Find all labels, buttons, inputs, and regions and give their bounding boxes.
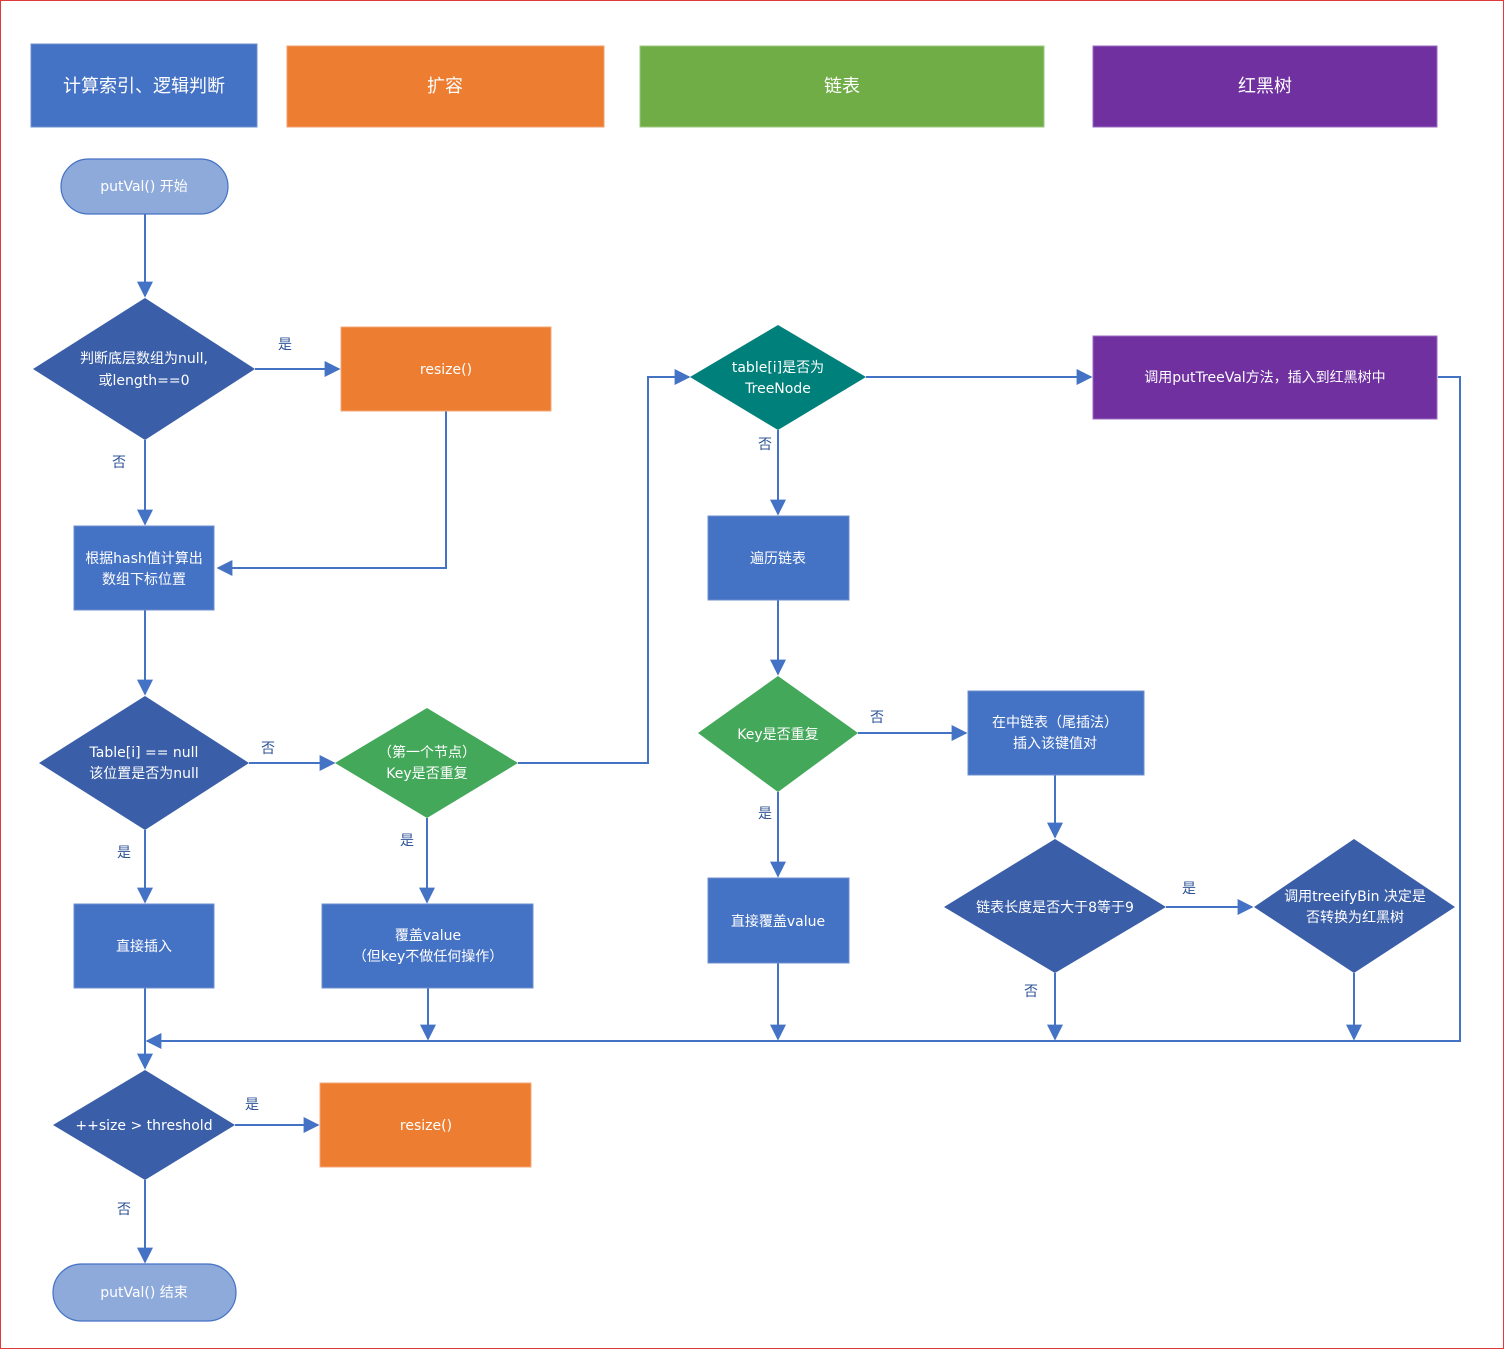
label-yes-keydup: 是 xyxy=(758,806,772,822)
resize-label-2: resize() xyxy=(400,1118,452,1134)
table-null-line2: 该位置是否为null xyxy=(89,766,199,782)
treenode-line2: TreeNode xyxy=(744,381,811,397)
label-no-sizecheck: 否 xyxy=(117,1202,131,1218)
put-tree-val-box xyxy=(1092,335,1438,420)
legend-green-box xyxy=(639,45,1045,128)
label-no-listlen: 否 xyxy=(1024,984,1038,1000)
table-null-line1: Table[i] == null xyxy=(89,745,199,761)
put-tree-val-label: 调用putTreeVal方法，插入到红黑树中 xyxy=(1144,370,1385,386)
legend-blue-box xyxy=(30,43,258,128)
label-yes-listlen: 是 xyxy=(1182,881,1196,897)
label-yes-check: 是 xyxy=(278,337,292,353)
key-dup-diamond xyxy=(698,676,858,792)
label-no-tablenull: 否 xyxy=(261,741,275,757)
calc-index-box xyxy=(73,525,215,611)
calc-index-line2: 数组下标位置 xyxy=(102,572,186,588)
calc-index-line1: 根据hash值计算出 xyxy=(85,551,203,567)
start-label: putVal() 开始 xyxy=(100,179,188,195)
list-length-diamond xyxy=(944,839,1166,973)
check-empty-line1: 判断底层数组为null, xyxy=(80,351,208,367)
size-check-label: ++size > threshold xyxy=(75,1118,212,1134)
first-key-line1: （第一个节点） xyxy=(378,744,476,761)
start-terminal xyxy=(60,158,229,215)
legend: 计算索引、逻辑判断 扩容 链表 红黑树 xyxy=(30,43,1438,128)
direct-insert-box xyxy=(73,903,215,989)
treenode-diamond xyxy=(690,325,866,430)
connectors xyxy=(137,214,1461,1264)
label-no-check: 否 xyxy=(112,455,126,471)
check-empty-diamond xyxy=(33,298,255,440)
treeify-line1: 调用treeifyBin 决定是 xyxy=(1284,889,1426,905)
direct-overwrite-box xyxy=(707,877,850,964)
resize-box-1 xyxy=(340,326,552,412)
overwrite-line2: （但key不做任何操作） xyxy=(353,949,504,965)
table-null-diamond xyxy=(39,696,249,830)
resize-box-2 xyxy=(319,1082,532,1168)
tail-insert-line2: 插入该键值对 xyxy=(1013,736,1097,752)
treenode-line1: table[i]是否为 xyxy=(732,360,824,376)
label-no-treenode: 否 xyxy=(758,437,772,453)
label-yes-sizecheck: 是 xyxy=(245,1097,259,1113)
treeify-line2: 否转换为红黑树 xyxy=(1306,909,1404,926)
first-key-line2: Key是否重复 xyxy=(386,765,467,782)
tail-insert-box xyxy=(967,690,1145,776)
label-yes-tablenull: 是 xyxy=(117,845,131,861)
legend-purple-box xyxy=(1092,45,1438,128)
direct-overwrite-label: 直接覆盖value xyxy=(731,913,825,930)
legend-green-label: 链表 xyxy=(824,76,860,97)
end-label: putVal() 结束 xyxy=(100,1285,188,1301)
list-length-label: 链表长度是否大于8等于9 xyxy=(976,899,1134,916)
tail-insert-line1: 在中链表（尾插法） xyxy=(992,715,1118,731)
label-yes-firstkey: 是 xyxy=(400,833,414,849)
label-no-keydup: 否 xyxy=(870,710,884,726)
legend-orange-label: 扩容 xyxy=(427,76,463,97)
first-key-diamond xyxy=(335,708,518,818)
overwrite-box xyxy=(321,903,534,989)
traverse-list-box xyxy=(707,515,850,601)
end-terminal xyxy=(52,1263,237,1322)
legend-blue-label: 计算索引、逻辑判断 xyxy=(63,76,225,97)
overwrite-line1: 覆盖value xyxy=(395,928,461,944)
check-empty-line2: 或length==0 xyxy=(99,373,190,389)
legend-purple-label: 红黑树 xyxy=(1238,76,1292,97)
direct-insert-label: 直接插入 xyxy=(116,938,172,955)
legend-orange-box xyxy=(286,45,605,128)
treeify-diamond xyxy=(1254,839,1455,973)
resize-label-1: resize() xyxy=(420,362,472,378)
size-check-diamond xyxy=(53,1070,235,1180)
edge-firstkey-to-treenode xyxy=(518,369,691,764)
edge-merge-line xyxy=(145,376,1461,1049)
edge-resize-to-index xyxy=(216,411,447,576)
edge-labels: 是 否 否 是 是 否 否 是 是 否 是 否 xyxy=(112,337,1196,1218)
key-dup-label: Key是否重复 xyxy=(737,726,818,743)
traverse-list-label: 遍历链表 xyxy=(750,551,806,567)
